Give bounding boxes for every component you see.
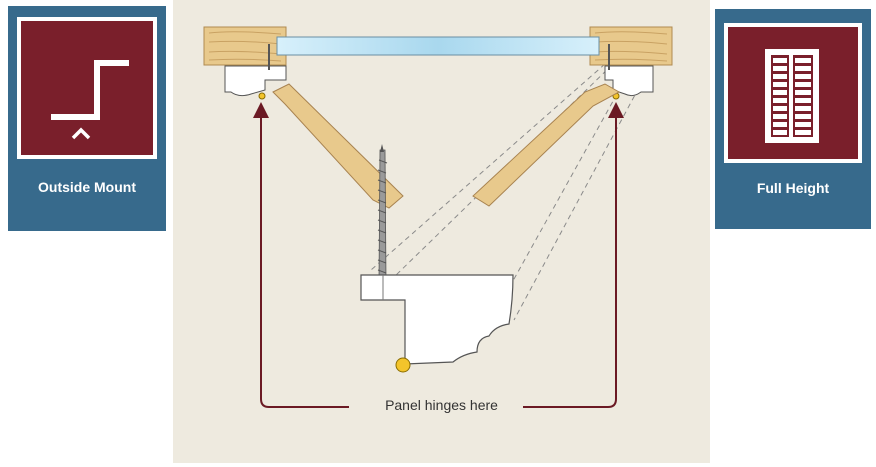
- right-window-frame: [589, 26, 673, 66]
- outside-mount-icon: [51, 60, 129, 140]
- right-shutter-panel: [472, 83, 621, 207]
- left-hinge-dot: [258, 92, 266, 100]
- hinge-diagram: Panel hinges here: [173, 0, 710, 463]
- outside-mount-option-card[interactable]: Outside Mount: [8, 6, 166, 231]
- full-height-tile-inner: [728, 27, 858, 159]
- hinge-caption-text: Panel hinges here: [378, 397, 505, 413]
- full-height-shutter-icon: [765, 49, 819, 143]
- outside-mount-tile: [17, 17, 157, 159]
- hinge-diagram-illustration: [203, 26, 673, 408]
- full-height-tile: [724, 23, 862, 163]
- full-height-label: Full Height: [756, 180, 830, 196]
- panel-hinge-point: [395, 357, 411, 373]
- window-glass: [276, 36, 600, 56]
- full-height-option-card[interactable]: Full Height: [715, 9, 871, 229]
- outside-mount-label: Outside Mount: [38, 179, 136, 195]
- left-window-frame: [203, 26, 287, 66]
- mounting-screw: [377, 144, 388, 281]
- outside-mount-tile-inner: [21, 21, 153, 155]
- frame-cross-section: [360, 274, 514, 365]
- right-hinge-arrow: [523, 102, 624, 408]
- left-hinge-arrow: [253, 102, 349, 408]
- hinge-caption: Panel hinges here: [173, 397, 710, 413]
- left-mounting-frame: [224, 65, 287, 97]
- left-shutter-panel: [272, 83, 404, 209]
